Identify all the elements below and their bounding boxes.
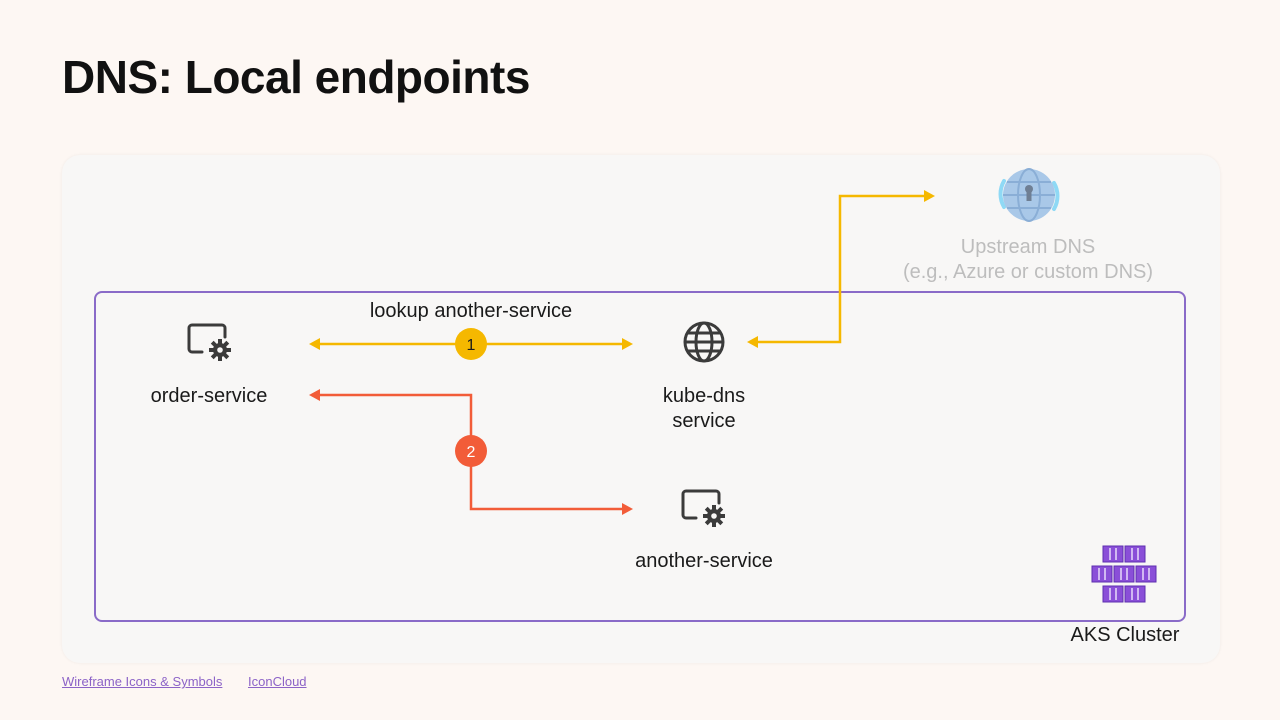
step-1-badge: 1 bbox=[455, 328, 487, 360]
service-gear-icon bbox=[187, 323, 231, 361]
step-2-badge: 2 bbox=[455, 435, 487, 467]
service-gear-icon bbox=[681, 489, 725, 527]
globe-icon bbox=[683, 321, 725, 363]
upstream-dns-label-line1: Upstream DNS bbox=[960, 236, 1096, 258]
upstream-dns-label-line2: (e.g., Azure or custom DNS) bbox=[902, 261, 1154, 283]
kube-dns-label-line2: service bbox=[672, 410, 736, 432]
lookup-label: lookup another-service bbox=[369, 300, 573, 322]
footer-link-wireframe-icons[interactable]: Wireframe Icons & Symbols bbox=[62, 674, 223, 689]
svg-text:2: 2 bbox=[467, 444, 476, 461]
svg-text:1: 1 bbox=[467, 337, 476, 354]
aks-cluster-icon bbox=[1091, 545, 1157, 603]
order-service-label: order-service bbox=[150, 385, 268, 407]
diagram-panel bbox=[62, 155, 1220, 663]
slide-title: DNS: Local endpoints bbox=[62, 51, 530, 103]
dns-zone-icon bbox=[998, 168, 1060, 222]
another-service-label: another-service bbox=[635, 550, 773, 572]
upstream-arrow bbox=[747, 190, 935, 348]
footer-link-iconcloud[interactable]: IconCloud bbox=[248, 674, 307, 689]
aks-cluster-boundary bbox=[94, 291, 1186, 622]
kube-dns-label-line1: kube-dns bbox=[662, 385, 746, 407]
aks-cluster-label: AKS Cluster bbox=[1070, 624, 1180, 646]
